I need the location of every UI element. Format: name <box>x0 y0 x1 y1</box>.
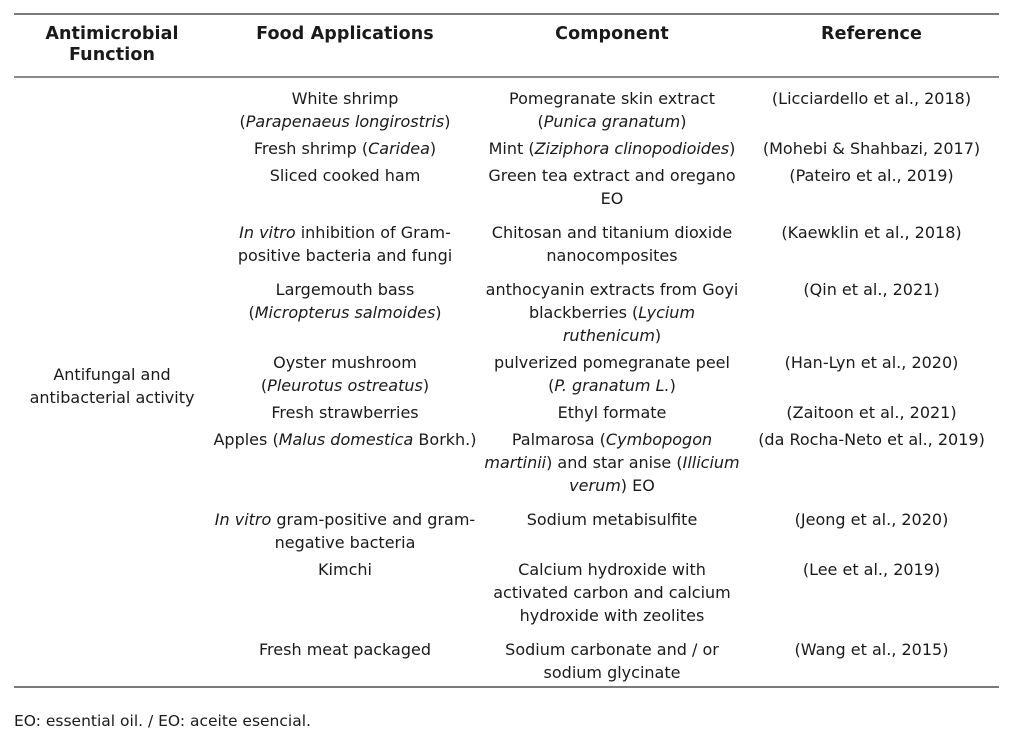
cell-reference: (da Rocha-Neto et al., 2019) <box>758 430 985 449</box>
cell-food-application: Oyster mushroom (Pleurotus ostreatus) <box>210 349 480 399</box>
cell-food-application: Kimchi <box>318 560 372 579</box>
cell-food-application: Fresh shrimp (Caridea) <box>210 135 480 162</box>
text-plain: ) <box>429 139 437 158</box>
text-plain: gram-positive and gram-negative bacteria <box>271 510 476 552</box>
text-italic: Ziziphora clinopodioides <box>534 139 730 158</box>
text-italic: Illicium verum <box>569 453 740 495</box>
text-plain: Borkh.) <box>413 430 477 449</box>
text-plain: ) EO <box>620 476 655 495</box>
cell-component: Palmarosa (Cymbopogon martinii) and star… <box>480 426 744 499</box>
text-plain: White shrimp <box>291 89 399 108</box>
text-plain: ) <box>444 112 451 131</box>
header-row: Antimicrobial Function Food Applications… <box>14 14 999 77</box>
cell-reference: (Lee et al., 2019) <box>802 560 941 579</box>
cell-component: Chitosan and titanium dioxide nanocompos… <box>491 223 733 265</box>
cell-component: Mint (Ziziphora clinopodioides) <box>480 135 744 162</box>
text-plain: Pomegranate skin extract <box>508 89 715 108</box>
text-italic: Cymbopogon martinii <box>484 430 713 472</box>
cell-component: Sodium metabisulfite <box>526 510 698 529</box>
table-body: Antifungal and antibacterial activity Wh… <box>14 77 999 687</box>
table-footnote: EO: essential oil. / EO: aceite esencial… <box>14 712 311 730</box>
text-plain: Oyster mushroom <box>273 353 417 372</box>
cell-reference: (Kaewklin et al., 2018) <box>781 223 962 242</box>
text-italic: Punica granatum <box>543 112 681 131</box>
table-row: Largemouth bass (Micropterus salmoides) … <box>14 269 999 349</box>
cell-reference: (Jeong et al., 2020) <box>794 510 949 529</box>
table-header: Antimicrobial Function Food Applications… <box>14 14 999 77</box>
cell-component: Pomegranate skin extract (Punica granatu… <box>480 77 744 135</box>
cell-food-application: Sliced cooked ham <box>269 166 421 185</box>
text-plain: ) <box>680 112 687 131</box>
text-plain: ) <box>669 376 676 395</box>
text-italic: Micropterus salmoides <box>254 303 436 322</box>
cell-antimicrobial-function: Antifungal and antibacterial activity <box>29 364 195 407</box>
table-row: Fresh shrimp (Caridea) Mint (Ziziphora c… <box>14 135 999 162</box>
cell-reference: (Wang et al., 2015) <box>794 640 949 659</box>
text-italic: Parapenaeus longirostris <box>245 112 445 131</box>
text-plain: ( <box>248 303 255 322</box>
cell-component: Sodium carbonate and / or sodium glycina… <box>505 640 719 682</box>
cell-component: Calcium hydroxide with activated carbon … <box>493 560 731 625</box>
text-plain: ( <box>239 112 246 131</box>
text-plain: ) <box>435 303 442 322</box>
text-plain: pulverized pomegranate peel <box>494 353 730 372</box>
text-plain: ) <box>422 376 430 395</box>
cell-food-application: Apples (Malus domestica Borkh.) <box>210 426 480 499</box>
cell-reference: (Qin et al., 2021) <box>803 280 940 299</box>
text-italic: Lycium ruthenicum <box>562 303 696 345</box>
antimicrobial-function-table: Antimicrobial Function Food Applications… <box>14 13 999 688</box>
table-row: Kimchi Calcium hydroxide with activated … <box>14 556 999 629</box>
table-row: In vitro inhibition of Gram-positive bac… <box>14 212 999 269</box>
table-row: Fresh meat packaged Sodium carbonate and… <box>14 629 999 687</box>
text-italic: P. granatum L. <box>554 376 670 395</box>
text-plain: ) <box>729 139 736 158</box>
text-plain: ( <box>537 112 544 131</box>
text-italic: Caridea <box>368 139 430 158</box>
cell-reference: (Mohebi & Shahbazi, 2017) <box>762 139 981 158</box>
text-italic: Pleurotus ostreatus <box>267 376 423 395</box>
table-row: Antifungal and antibacterial activity Wh… <box>14 77 999 407</box>
text-plain: Apples ( <box>213 430 279 449</box>
text-plain: ) <box>654 326 662 345</box>
text-plain: ) and star anise ( <box>546 453 683 472</box>
cell-reference: (Zaitoon et al., 2021) <box>786 403 957 422</box>
cell-reference: (Licciardello et al., 2018) <box>771 89 972 108</box>
text-plain: anthocyanin extracts from Goyi blackberr… <box>485 280 739 322</box>
table-row: Oyster mushroom (Pleurotus ostreatus) pu… <box>14 349 999 399</box>
cell-food-application: In vitro gram-positive and gram-negative… <box>210 499 480 556</box>
cell-food-application: Fresh meat packaged <box>259 640 431 659</box>
text-plain: ( <box>548 376 555 395</box>
text-plain: Fresh shrimp ( <box>253 139 369 158</box>
table-row: In vitro gram-positive and gram-negative… <box>14 499 999 556</box>
column-header-antimicrobial-function: Antimicrobial Function <box>45 24 179 65</box>
cell-reference: (Han-Lyn et al., 2020) <box>784 353 959 372</box>
cell-food-application: Fresh strawberries <box>271 403 419 422</box>
cell-food-application: In vitro inhibition of Gram-positive bac… <box>210 212 480 269</box>
cell-food-application: Largemouth bass (Micropterus salmoides) <box>210 269 480 349</box>
column-header-reference: Reference <box>821 24 922 44</box>
cell-component: Ethyl formate <box>557 403 667 422</box>
table-row: Apples (Malus domestica Borkh.) Palmaros… <box>14 426 999 499</box>
table-page: Antimicrobial Function Food Applications… <box>0 13 1013 734</box>
table-row: Fresh strawberries Ethyl formate (Zaitoo… <box>14 399 999 426</box>
text-plain: Largemouth bass <box>275 280 415 299</box>
table-row: Sliced cooked ham Green tea extract and … <box>14 162 999 212</box>
column-header-component: Component <box>555 24 669 44</box>
cell-component: pulverized pomegranate peel (P. granatum… <box>480 349 744 399</box>
cell-component: anthocyanin extracts from Goyi blackberr… <box>480 269 744 349</box>
text-plain: inhibition of Gram-positive bacteria and… <box>237 223 453 265</box>
text-plain: ( <box>260 376 268 395</box>
cell-reference: (Pateiro et al., 2019) <box>789 166 954 185</box>
text-plain: Palmarosa ( <box>511 430 606 449</box>
cell-food-application: White shrimp (Parapenaeus longirostris) <box>210 77 480 135</box>
text-italic: In vitro <box>214 510 272 529</box>
text-italic: Malus domestica <box>278 430 414 449</box>
column-header-food-applications: Food Applications <box>256 24 434 44</box>
cell-component: Green tea extract and oregano EO <box>488 166 736 208</box>
text-italic: In vitro <box>239 223 296 242</box>
text-plain: Mint ( <box>488 139 535 158</box>
